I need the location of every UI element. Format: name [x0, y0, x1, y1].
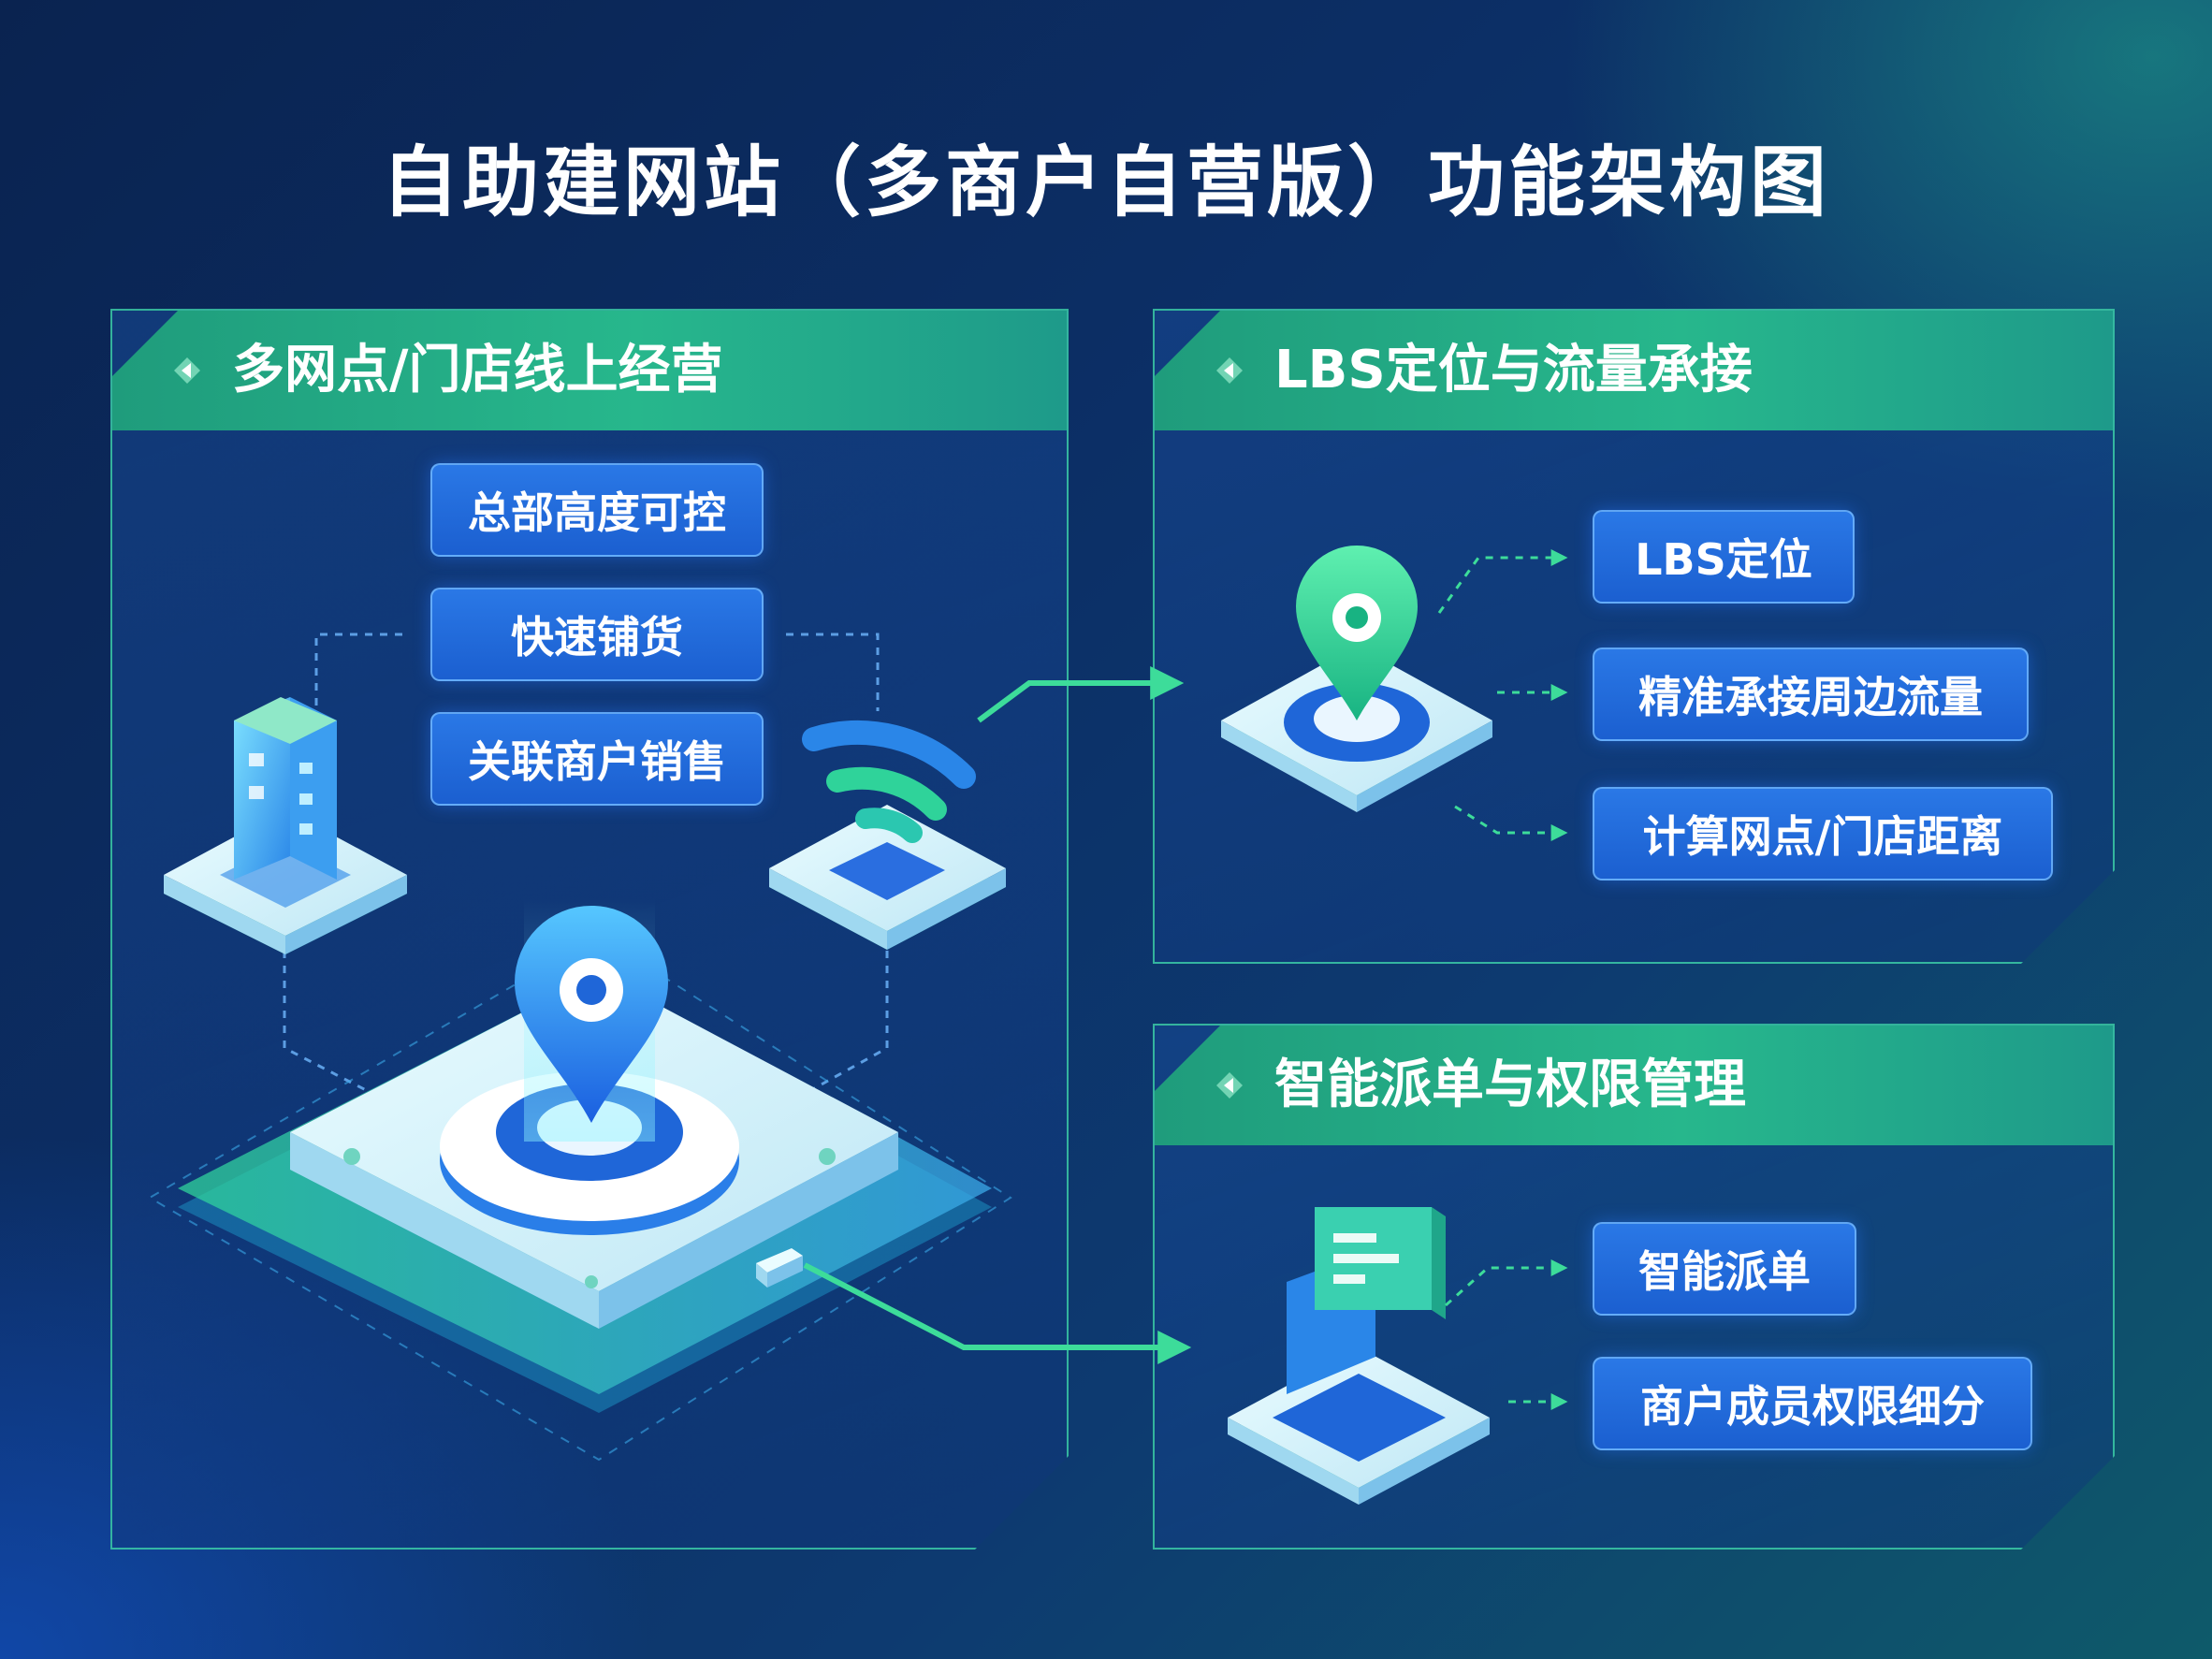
- page-title: 自助建网站（多商户自营版）功能架构图: [381, 138, 1830, 227]
- chevron-right-icon: [1213, 1069, 1246, 1102]
- panel-header: LBS定位与流量承接: [1155, 311, 2113, 430]
- lbs-connectors: [1437, 549, 1568, 841]
- location-platform-icon: [148, 898, 1012, 1462]
- feature-nearby-traffic: 精准承接周边流量: [1593, 648, 2029, 741]
- left-connectors: [283, 633, 889, 1106]
- feature-lbs-location: LBS定位: [1593, 510, 1855, 604]
- panel-header: 智能派单与权限管理: [1155, 1026, 2113, 1145]
- panel-header: 多网点/门店线上经营: [112, 311, 1067, 430]
- connector-port-icon: [756, 1248, 803, 1288]
- location-pin-icon: [515, 905, 668, 1123]
- panel-title: 多网点/门店线上经营: [232, 340, 723, 400]
- panel-title: LBS定位与流量承接: [1274, 340, 1753, 400]
- chevron-right-icon: [1213, 354, 1246, 387]
- chevron-right-icon: [170, 354, 204, 387]
- feature-smart-dispatch: 智能派单: [1593, 1222, 1856, 1316]
- wifi-signal-icon: [769, 720, 1006, 950]
- feature-linked-merchant-sales: 关联商户销售: [430, 712, 764, 806]
- arrow-to-dispatch-panel: [803, 1262, 1192, 1364]
- feature-member-permissions: 商户成员权限细分: [1593, 1357, 2032, 1450]
- message-chat-icon: [1228, 1207, 1490, 1505]
- feature-hq-control: 总部高度可控: [430, 463, 764, 557]
- feature-fast-listing: 快速铺货: [430, 588, 764, 681]
- arrow-to-lbs-panel: [977, 666, 1185, 723]
- dispatch-connectors: [1445, 1259, 1568, 1410]
- panel-title: 智能派单与权限管理: [1274, 1055, 1746, 1115]
- lbs-location-pin-icon: [1221, 546, 1492, 812]
- feature-store-distance: 计算网点/门店距离: [1593, 787, 2053, 880]
- building-icon: [164, 697, 407, 954]
